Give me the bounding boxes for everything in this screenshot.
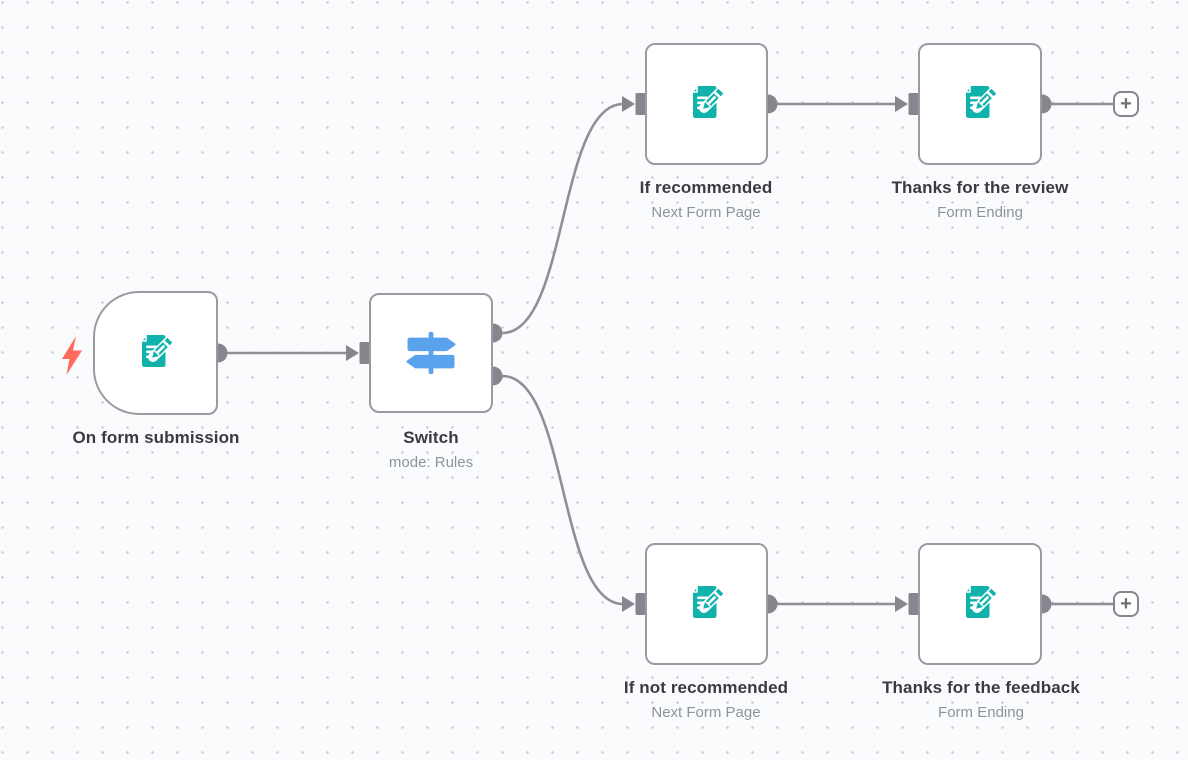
node-title: On form submission xyxy=(72,428,240,447)
add-node-button-bottom[interactable]: + xyxy=(1113,591,1139,617)
arrowhead-icon xyxy=(346,345,359,361)
node-subtitle: Form Ending xyxy=(937,204,1023,221)
connection-switch-if-not-recommended xyxy=(502,374,624,606)
plus-icon: + xyxy=(1120,93,1132,115)
node-subtitle: Form Ending xyxy=(938,704,1024,721)
node-thanks-for-the-feedback[interactable] xyxy=(918,543,1042,665)
node-label-on-form-submission: On form submission xyxy=(72,428,239,454)
node-if-recommended[interactable] xyxy=(645,43,768,165)
arrowhead-icon xyxy=(895,96,908,112)
node-label-if-not-recommended: If not recommended Next Form Page xyxy=(624,678,788,721)
node-label-thanks-for-the-review: Thanks for the review Form Ending xyxy=(892,178,1069,221)
switch-signpost-icon xyxy=(406,331,456,375)
node-title: If recommended xyxy=(639,178,773,197)
node-title: Thanks for the feedback xyxy=(882,678,1080,697)
node-on-form-submission[interactable] xyxy=(93,291,218,415)
input-port-thanks-review[interactable] xyxy=(908,93,919,115)
add-node-button-top[interactable]: + xyxy=(1113,91,1139,117)
lightning-bolt-icon xyxy=(62,336,82,375)
form-icon xyxy=(689,585,726,618)
node-if-not-recommended[interactable] xyxy=(645,543,768,665)
node-title: If not recommended xyxy=(623,678,789,697)
node-title: Thanks for the review xyxy=(891,178,1069,197)
connection-switch-if-recommended xyxy=(502,102,624,335)
form-trigger-icon xyxy=(138,334,175,367)
form-icon xyxy=(689,85,726,118)
input-port-if-not-recommended[interactable] xyxy=(635,593,646,615)
node-label-thanks-for-the-feedback: Thanks for the feedback Form Ending xyxy=(882,678,1080,721)
plus-icon: + xyxy=(1120,593,1132,615)
node-subtitle: Next Form Page xyxy=(651,704,761,721)
node-switch[interactable] xyxy=(369,293,493,413)
input-port-thanks-feedback[interactable] xyxy=(908,593,919,615)
node-subtitle: Next Form Page xyxy=(651,204,761,221)
form-icon xyxy=(963,585,1000,618)
node-title: Switch xyxy=(403,428,459,447)
input-port-if-recommended[interactable] xyxy=(635,93,646,115)
node-subtitle: mode: Rules xyxy=(388,454,474,471)
node-label-if-recommended: If recommended Next Form Page xyxy=(640,178,773,221)
node-thanks-for-the-review[interactable] xyxy=(918,43,1042,165)
arrowhead-icon xyxy=(622,96,635,112)
node-label-switch: Switch mode: Rules xyxy=(389,428,473,471)
arrowhead-icon xyxy=(622,596,635,612)
form-icon xyxy=(963,85,1000,118)
arrowhead-icon xyxy=(895,596,908,612)
input-port-switch[interactable] xyxy=(359,342,370,364)
